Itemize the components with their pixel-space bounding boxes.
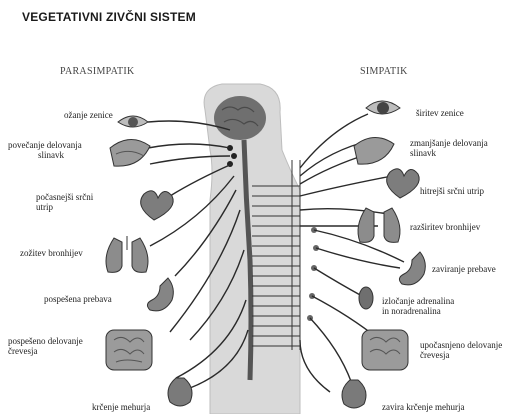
adrenal-gland-icon [359,287,373,309]
left-intestines-icon [106,330,152,370]
label-faster-digestion: pospešena prebava [44,294,112,304]
left-salivary-gland-icon [110,139,150,166]
label-faster-heart: hitrejši srčni utrip [420,186,484,196]
label-intestine-activity: pospešeno delovanje črevesja [8,336,83,356]
left-heart-icon [141,191,174,220]
label-bronchi-constriction: zožitev bronhijev [20,248,83,258]
label-bladder-contraction: krčenje mehurja [92,402,150,412]
label-digestion-inhibition: zaviranje prebave [432,264,496,274]
label-slower-heart: počasnejši srčni utrip [36,192,93,212]
brain-icon [214,96,266,140]
left-stomach-icon [147,278,173,311]
right-stomach-icon [399,252,425,285]
sympathetic-ganglia [307,227,319,321]
left-eye-icon [118,116,148,127]
label-saliva-decrease: zmanjšanje delovanja slinavk [410,138,488,158]
right-heart-icon [387,169,420,198]
right-eye-icon [366,101,400,114]
right-intestines-icon [362,330,408,370]
label-intestine-slowdown: upočasnjeno delovanje črevesja [420,340,502,360]
label-saliva-increase: povečanje delovanja slinavk [8,140,82,160]
label-bladder-inhibition: zavira krčenje mehurja [382,402,464,412]
left-lungs-icon [106,236,148,272]
right-salivary-gland-icon [354,137,394,164]
label-pupil-dilation: širitev zenice [416,108,464,118]
label-bronchi-dilation: razširitev bronhijev [410,222,480,232]
left-bladder-icon [168,378,192,406]
right-bladder-icon [342,380,366,408]
label-pupil-constriction: ožanje zenice [64,110,113,120]
label-adrenaline-release: izločanje adrenalina in noradrenalina [382,296,454,316]
